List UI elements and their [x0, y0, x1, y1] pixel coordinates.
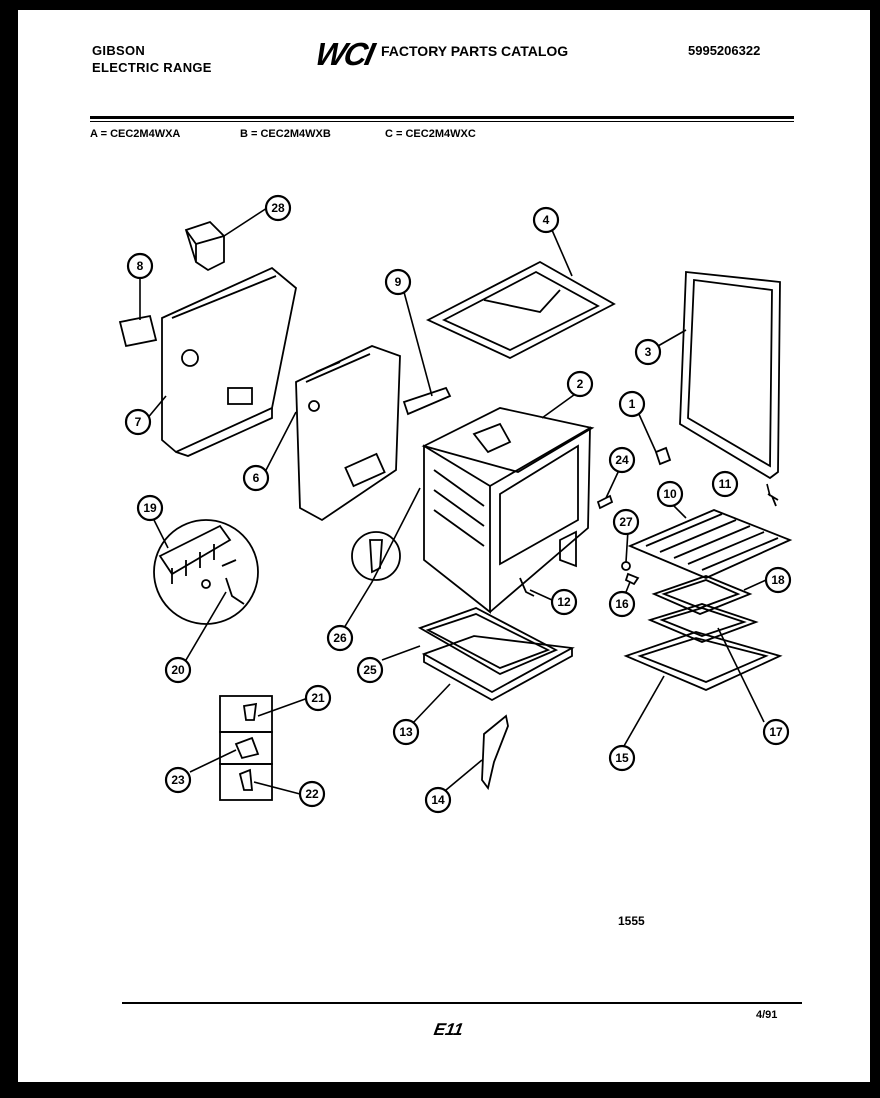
callout-26: 26 — [326, 624, 354, 652]
drawing-code: 1555 — [618, 914, 645, 928]
callout-18: 18 — [764, 566, 792, 594]
part-15-frame — [623, 631, 783, 691]
part-27-16-fittings — [621, 561, 640, 586]
callout-22-label: 22 — [305, 787, 319, 801]
part-24-clip — [596, 494, 614, 510]
callout-28-label: 28 — [271, 201, 285, 215]
callout-28: 28 — [264, 194, 292, 222]
callout-3: 3 — [634, 338, 662, 366]
callout-8: 8 — [126, 252, 154, 280]
callout-12-label: 12 — [557, 595, 571, 609]
part-4-top-panel — [425, 260, 616, 360]
callout-4-label: 4 — [543, 213, 550, 227]
callout-4: 4 — [532, 206, 560, 234]
part-9-strip — [402, 386, 452, 416]
callout-16: 16 — [608, 590, 636, 618]
callout-6-label: 6 — [253, 471, 260, 485]
callout-17: 17 — [762, 718, 790, 746]
part-1-knob — [654, 446, 672, 466]
part-8-plate — [118, 314, 158, 348]
callout-8-label: 8 — [137, 259, 144, 273]
model-a: A = CEC2M4WXA — [90, 128, 181, 140]
callout-9: 9 — [384, 268, 412, 296]
part-18-element — [651, 575, 753, 615]
callout-19: 19 — [136, 494, 164, 522]
callout-14-label: 14 — [431, 793, 445, 807]
part-3-side-frame — [679, 271, 781, 480]
callout-26-label: 26 — [333, 631, 347, 645]
callout-25-label: 25 — [363, 663, 377, 677]
callout-10: 10 — [656, 480, 684, 508]
callout-12: 12 — [550, 588, 578, 616]
callout-23: 23 — [164, 766, 192, 794]
revision-date: 4/91 — [756, 1009, 778, 1021]
callout-2-label: 2 — [577, 377, 584, 391]
part-6-inner-panel — [295, 345, 401, 522]
model-b: B = CEC2M4WXB — [240, 128, 331, 140]
callout-27: 27 — [612, 508, 640, 536]
brand-name: GIBSON — [92, 43, 146, 58]
part-7-back-panel — [161, 266, 297, 457]
footer-rule — [122, 1002, 802, 1004]
part-10-rack — [627, 509, 793, 579]
callout-25: 25 — [356, 656, 384, 684]
part-14-tool — [481, 714, 509, 791]
header-rule-bottom — [90, 121, 794, 122]
brand-block: GIBSON ELECTRIC RANGE — [92, 42, 212, 76]
page-code: E11 — [432, 1020, 465, 1039]
callout-16-label: 16 — [615, 597, 629, 611]
callout-3-label: 3 — [645, 345, 652, 359]
part-17-gasket — [647, 603, 759, 643]
part-25-pan — [417, 607, 559, 676]
callout-11-label: 11 — [719, 477, 732, 491]
part-28-bracket — [184, 220, 225, 272]
callout-13-label: 13 — [399, 725, 413, 739]
callout-21-label: 21 — [311, 691, 325, 705]
callout-15-label: 15 — [615, 751, 629, 765]
model-c: C = CEC2M4WXC — [385, 128, 476, 140]
callout-7-label: 7 — [135, 415, 142, 429]
callout-24: 24 — [608, 446, 636, 474]
callout-14: 14 — [424, 786, 452, 814]
callout-15: 15 — [608, 744, 636, 772]
callout-21: 21 — [304, 684, 332, 712]
catalog-title: FACTORY PARTS CATALOG — [381, 43, 569, 59]
callout-6: 6 — [242, 464, 270, 492]
callout-17-label: 17 — [769, 725, 783, 739]
leader-lines — [139, 207, 771, 795]
callout-20-label: 20 — [171, 663, 185, 677]
callout-11: 11 — [711, 470, 739, 498]
callout-19-label: 19 — [143, 501, 157, 515]
part-12-pin — [519, 577, 535, 597]
callout-10-label: 10 — [663, 487, 677, 501]
callout-2: 2 — [566, 370, 594, 398]
part-21-22-23-boxes — [219, 695, 273, 801]
callout-1-label: 1 — [629, 397, 636, 411]
callout-23-label: 23 — [171, 773, 185, 787]
callout-13: 13 — [392, 718, 420, 746]
callout-27-label: 27 — [619, 515, 633, 529]
callout-20: 20 — [164, 656, 192, 684]
part-13-drawer — [421, 635, 575, 702]
callout-24-label: 24 — [615, 453, 629, 467]
callout-22: 22 — [298, 780, 326, 808]
part-2-oven-body — [421, 407, 595, 614]
catalog-number: 5995206322 — [688, 43, 761, 58]
callout-9-label: 9 — [395, 275, 402, 289]
part-19-20-inset — [153, 519, 259, 625]
callout-1: 1 — [618, 390, 646, 418]
header-rule-top — [90, 116, 794, 119]
product-type: ELECTRIC RANGE — [92, 60, 212, 75]
callout-18-label: 18 — [771, 573, 785, 587]
callout-7: 7 — [124, 408, 152, 436]
